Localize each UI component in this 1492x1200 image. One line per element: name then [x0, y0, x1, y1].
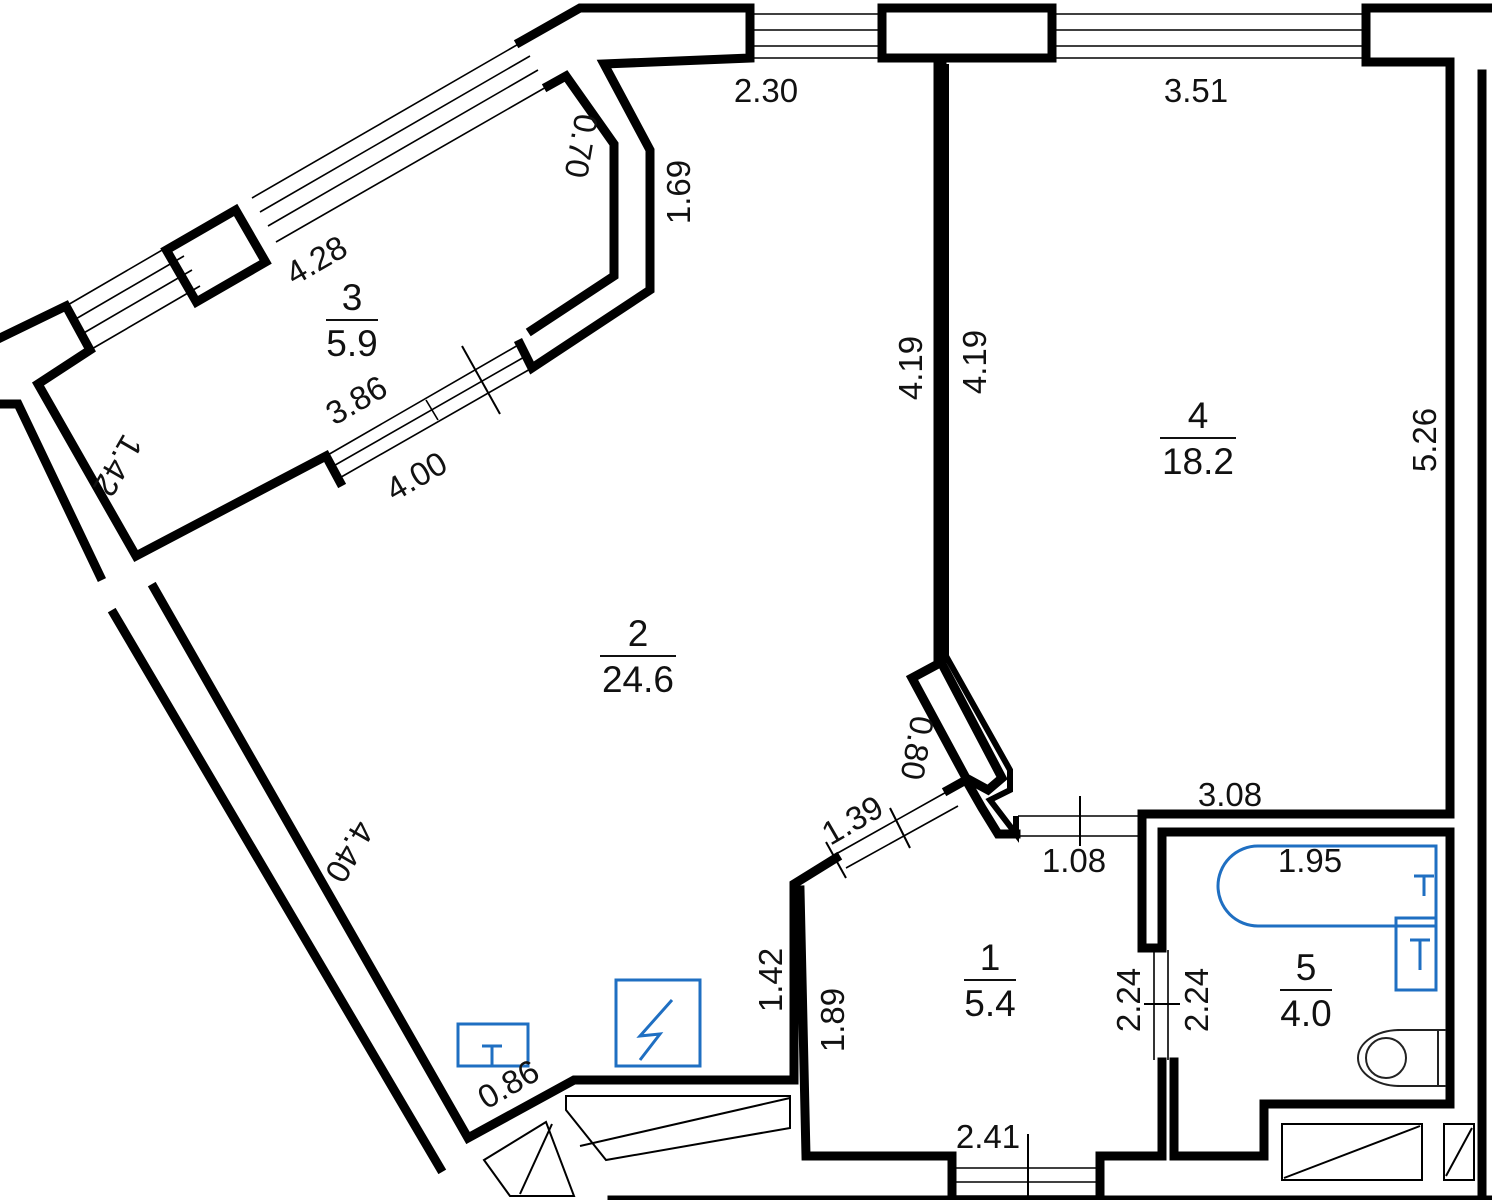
electrical-panel-icon [614, 978, 702, 1068]
room-area: 5.4 [964, 983, 1015, 1024]
dim-label: 3.08 [1198, 776, 1262, 813]
dim-label: 3.86 [319, 368, 393, 432]
dim-label: 4.19 [892, 336, 929, 400]
dim-label: 4.00 [379, 444, 453, 508]
dim-label: 2.24 [1178, 968, 1215, 1032]
toilet-icon [1357, 1029, 1446, 1087]
dim-label: 2.30 [734, 72, 798, 109]
room-5-label: 5 4.0 [1280, 947, 1332, 1034]
dimension-ticks [461, 345, 1180, 1200]
room-number: 3 [342, 277, 363, 318]
room-area: 24.6 [602, 659, 674, 700]
dim-label: 0.80 [894, 713, 942, 783]
room-1-label: 1 5.4 [964, 937, 1016, 1024]
ventilation-duct-icon [482, 1095, 791, 1197]
room-area: 5.9 [326, 323, 377, 364]
dim-label: 4.40 [318, 815, 382, 889]
room-number: 5 [1296, 947, 1317, 988]
dim-label: 1.42 [752, 948, 789, 1012]
sink-icon [456, 1022, 530, 1068]
window-top-right [1052, 13, 1366, 59]
dim-label: 1.69 [660, 160, 697, 224]
doorway-1-39 [835, 789, 959, 869]
window-top-left [752, 13, 880, 59]
room-area: 4.0 [1280, 993, 1331, 1034]
window-balcony-door [325, 343, 533, 481]
room-number: 2 [628, 613, 649, 654]
window-balcony-outer-lower [65, 241, 201, 351]
dim-label: 0.70 [558, 111, 606, 181]
dim-label: 1.89 [814, 988, 851, 1052]
dim-label: 2.41 [956, 1118, 1020, 1155]
dim-label: 2.24 [1110, 968, 1147, 1032]
dim-label: 4.19 [956, 330, 993, 394]
dim-label: 3.51 [1164, 72, 1228, 109]
dim-label: 1.08 [1042, 842, 1106, 879]
room-number: 1 [980, 937, 1001, 978]
bathtub-icon [1216, 844, 1438, 928]
ventilation-duct-icon [1281, 1123, 1475, 1181]
window-balcony-outer-upper [251, 41, 549, 243]
washbasin-icon [1394, 916, 1438, 992]
room-3-label: 3 5.9 [326, 277, 378, 364]
room-area: 18.2 [1162, 441, 1234, 482]
room-number: 4 [1188, 395, 1209, 436]
room-2-label: 2 24.6 [600, 613, 676, 700]
dim-label: 5.26 [1406, 408, 1443, 472]
walls [0, 3, 1492, 1200]
dim-label: 1.95 [1278, 842, 1342, 879]
room-4-label: 4 18.2 [1160, 395, 1236, 482]
